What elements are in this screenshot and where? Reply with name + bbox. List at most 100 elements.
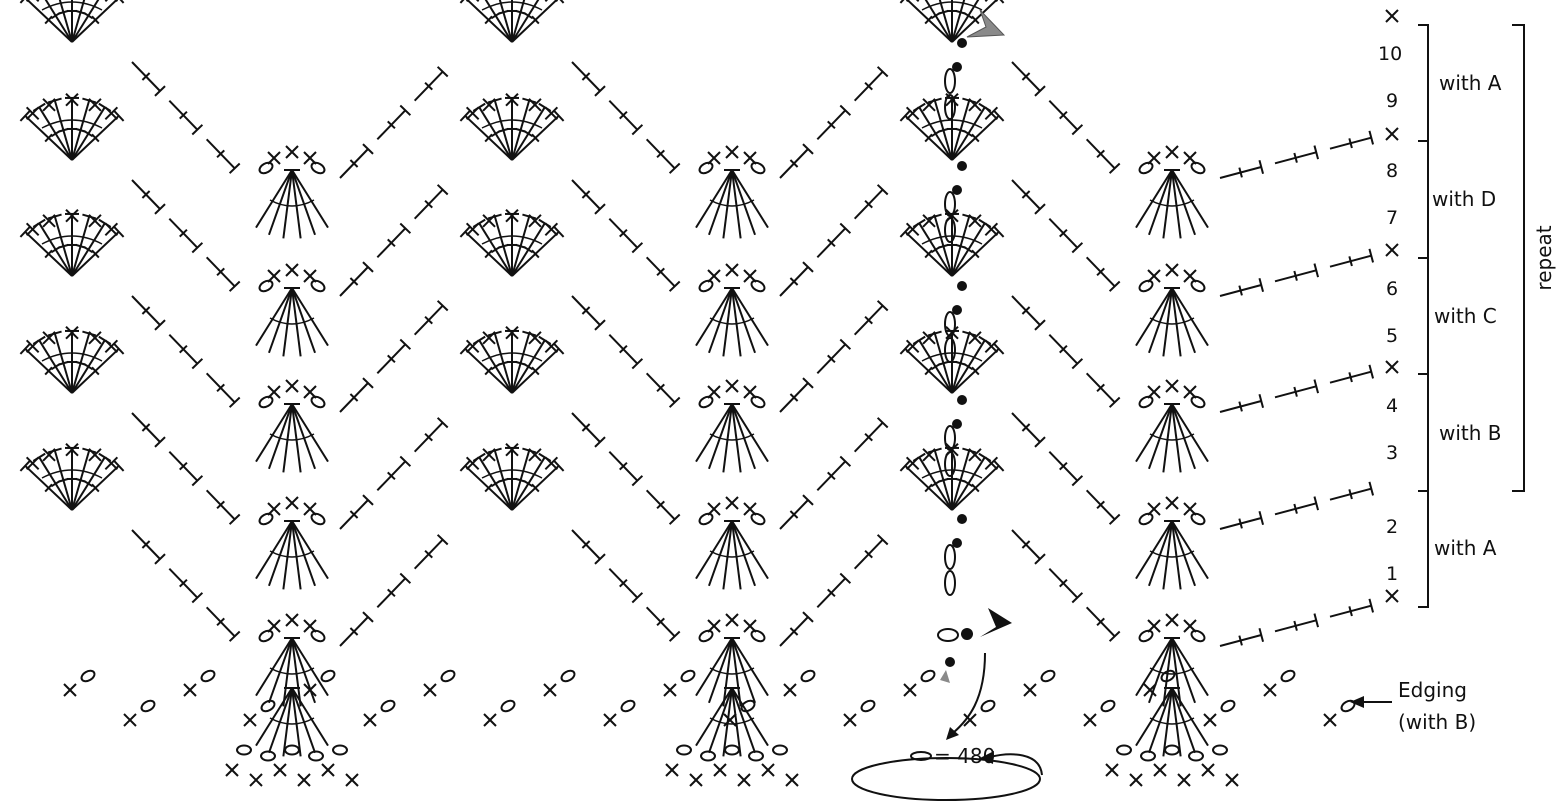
chain-stitch-icon [945,69,955,93]
sc-stitch-icon [786,774,798,786]
chain-stitch-icon [725,746,739,755]
chain-stitch-icon [750,395,767,410]
chain-stitch-icon [698,161,715,176]
chain-stitch-icon [258,161,275,176]
sc-stitch-icon [298,774,310,786]
dc-crossbar [956,479,966,482]
chain-stitch-icon [1138,161,1155,176]
chain-stitch-icon [701,752,715,761]
chain-stitch-icon [140,699,157,714]
sc-stitch-icon [726,264,738,276]
sc-stitch-icon [1178,774,1190,786]
sc-stitch-icon [1166,497,1178,509]
slip-stitch-icon [957,395,967,405]
sc-stitch-icon [1084,714,1096,726]
chain-stitch-icon [773,746,787,755]
chain-stitch-icon [945,338,955,362]
chain-stitch-icon [1220,699,1237,714]
repeat-bracket [1512,25,1524,491]
chain-stitch-icon [310,279,327,294]
row-number-3: 3 [1386,442,1398,464]
sc-stitch-icon [1166,264,1178,276]
chain-stitch-icon [258,279,275,294]
chain-stitch-icon [938,629,958,641]
chain-stitch-icon [945,452,955,476]
dc-stitch-icon [512,0,545,42]
slip-stitch-icon [957,281,967,291]
chain-stitch-icon [310,512,327,527]
sc-stitch-icon [738,774,750,786]
chain-stitch-icon [1190,512,1207,527]
dc-crossbar [499,245,509,248]
chain-stitch-icon [800,669,817,684]
row-number-8: 8 [1386,160,1398,182]
sc-stitch-icon [1324,714,1336,726]
chain-stitch-icon [1190,629,1207,644]
chain-stitch-icon [310,629,327,644]
sc-stitch-icon [1154,764,1166,776]
dc-crossbar [956,129,966,132]
row-number-4: 4 [1386,395,1398,417]
valley-fan-arc [710,200,754,206]
sc-stitch-icon [664,684,676,696]
dc-crossbar [939,11,949,14]
chain-stitch-icon [980,699,997,714]
sc-stitch-icon [424,684,436,696]
chain-stitch-icon [1117,746,1131,755]
chain-stitch-icon [750,279,767,294]
dc-crossbar [1349,606,1352,616]
valley-fan-arc [270,551,314,557]
sc-stitch-icon [322,764,334,776]
valley-fan-arc [1150,551,1194,557]
chain-stitch-icon [310,395,327,410]
slip-stitch-icon [957,161,967,171]
dc-crossbar [1294,621,1297,631]
dc-crossbar [516,479,526,482]
dc-crossbar [499,479,509,482]
dc-stitch-icon [479,0,512,42]
dc-stitch-icon [39,0,72,42]
dc-crossbar [76,245,86,248]
valley-fan-arc [270,668,314,674]
valley-fan-arc [270,200,314,206]
sc-stitch-icon [1106,764,1118,776]
chain-stitch-icon [285,746,299,755]
chain-stitch-icon [237,746,251,755]
sc-stitch-icon [762,764,774,776]
sc-stitch-icon [1024,684,1036,696]
dc-crossbar [1349,256,1352,266]
dc-crossbar [59,245,69,248]
dc-crossbar [1239,636,1242,646]
sc-stitch-icon [286,497,298,509]
sc-stitch-icon [1386,10,1398,22]
edging-color-label: (with B) [1398,710,1476,734]
sc-stitch-icon [1166,146,1178,158]
sc-stitch-icon [844,714,856,726]
sc-stitch-icon [64,684,76,696]
dc-crossbar [939,362,949,365]
chain-stitch-icon [333,746,347,755]
dc-stitch-icon [72,0,105,42]
sc-stitch-icon [1226,774,1238,786]
dc-crossbar [1294,504,1297,514]
chain-stitch-icon [1040,669,1057,684]
dc-crossbar [516,11,526,14]
slip-stitch-icon [957,514,967,524]
dc-crossbar [939,245,949,248]
chain-stitch-icon [945,571,955,595]
sc-stitch-icon [1264,684,1276,696]
dc-crossbar [956,245,966,248]
dc-crossbar [1349,489,1352,499]
sc-stitch-icon [1386,361,1398,373]
dc-stitch-icon [495,0,512,42]
dc-crossbar [1294,387,1297,397]
chain-stitch-icon [1138,512,1155,527]
dc-crossbar [516,129,526,132]
valley-fan-arc [270,318,314,324]
valley-fan-arc [1150,200,1194,206]
dc-crossbar [956,362,966,365]
chain-stitch-icon [749,752,763,761]
chain-stitch-icon [698,279,715,294]
valley-fan-arc [1150,718,1194,724]
